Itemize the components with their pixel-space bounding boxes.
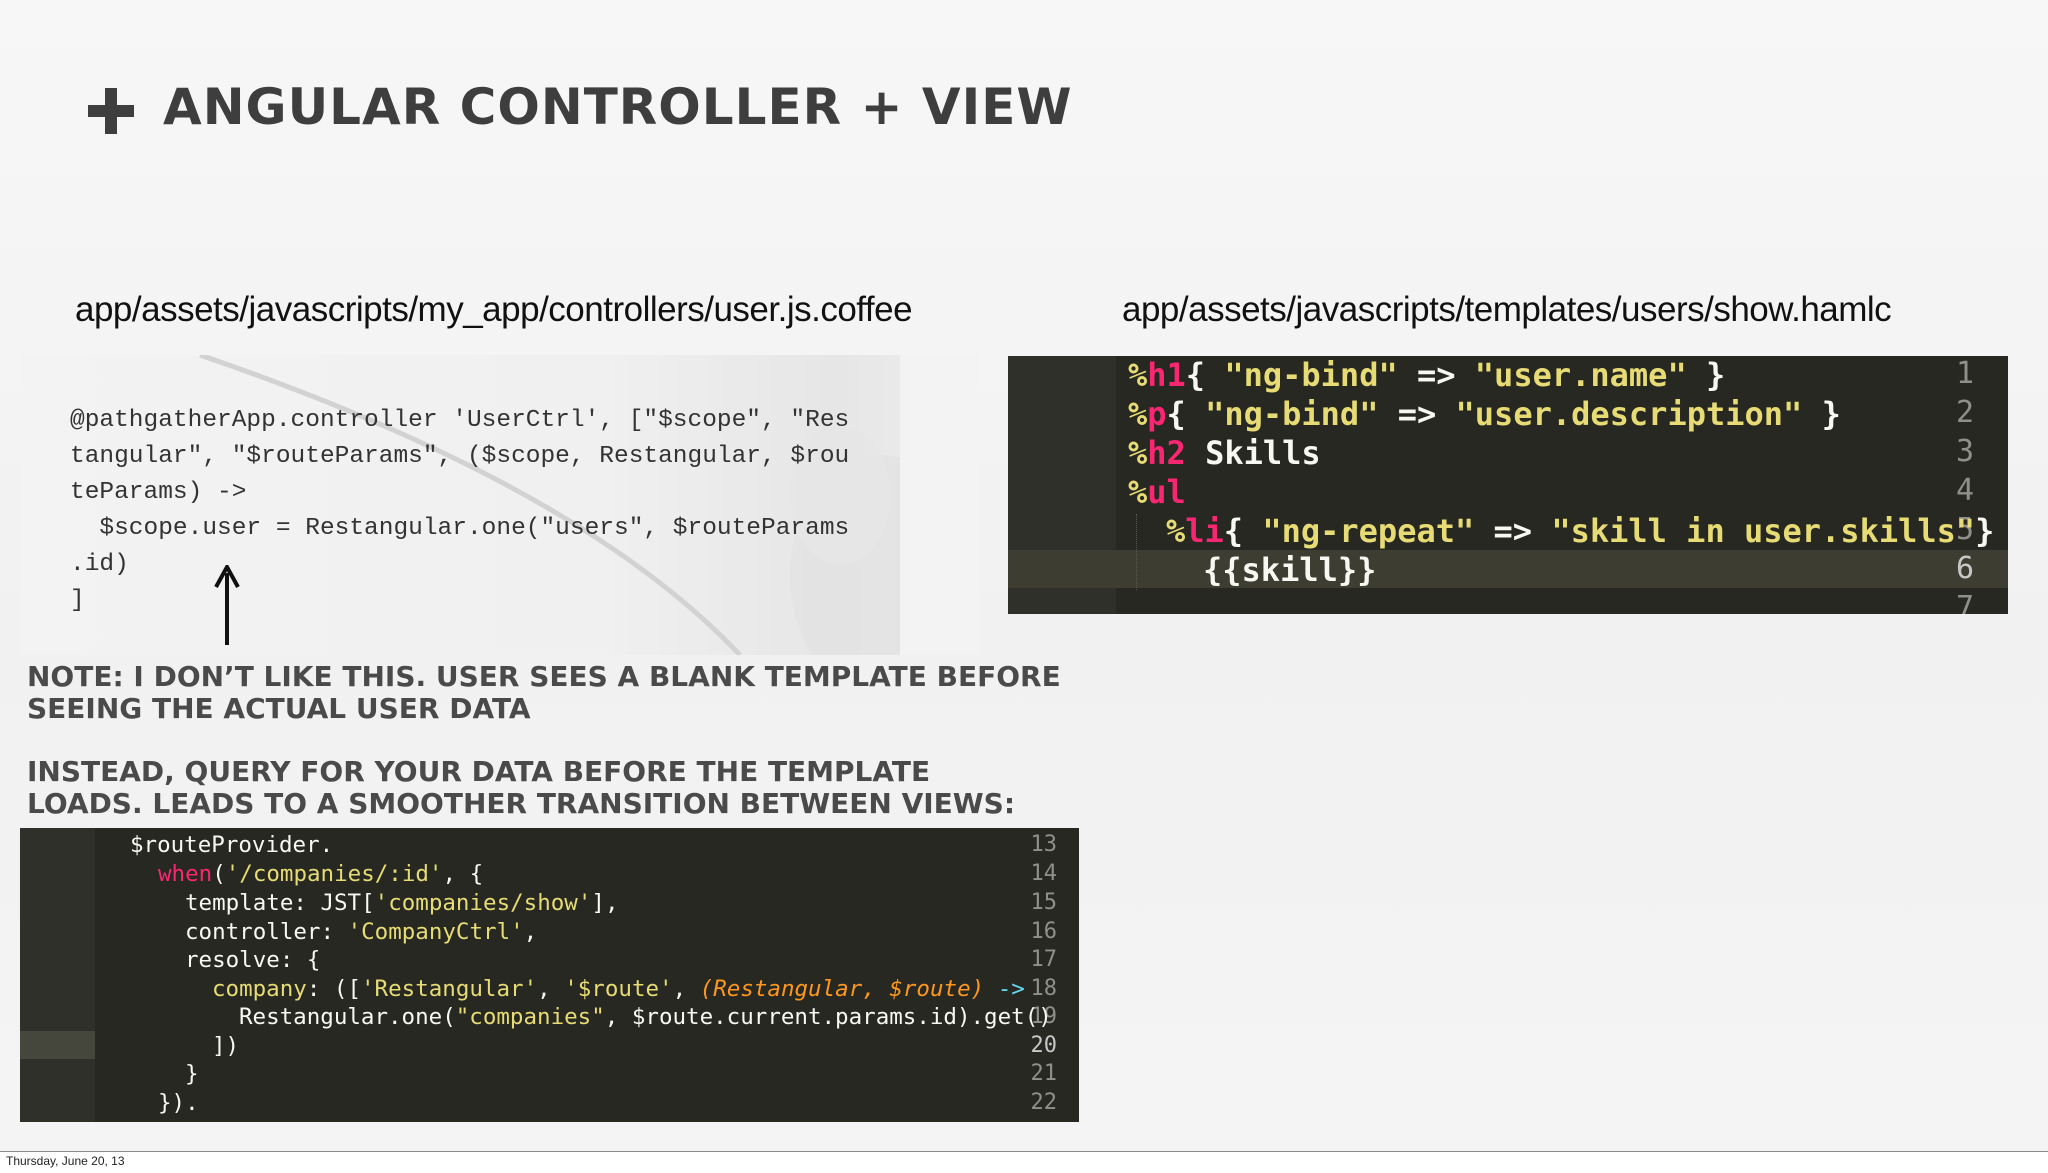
code-line: %ul bbox=[1128, 473, 1186, 511]
routes-code-editor: 13 14 15 16 17 18 19 20 21 22 $routeProv… bbox=[20, 828, 1079, 1122]
code-line: resolve: { bbox=[185, 947, 321, 973]
line-number: 14 bbox=[1030, 861, 1058, 886]
line-number: 17 bbox=[1030, 947, 1058, 972]
coffee-code: @pathgatherApp.controller 'UserCtrl', ["… bbox=[70, 403, 849, 619]
template-file-path: app/assets/javascripts/templates/users/s… bbox=[1122, 290, 1892, 329]
background-swoosh bbox=[199, 355, 980, 655]
controller-file-path: app/assets/javascripts/my_app/controller… bbox=[75, 290, 913, 329]
line-number: 1 bbox=[1955, 356, 1974, 391]
code-line: teParams) -> bbox=[70, 479, 247, 506]
arrow-up-icon bbox=[214, 565, 240, 645]
code-line: @pathgatherApp.controller 'UserCtrl', ["… bbox=[70, 407, 850, 434]
plus-icon bbox=[88, 88, 134, 134]
code-line: Restangular.one("companies", $route.curr… bbox=[239, 1004, 1052, 1030]
line-number: 15 bbox=[1030, 890, 1058, 915]
code-line: }). bbox=[158, 1090, 199, 1116]
line-number: 21 bbox=[1030, 1061, 1058, 1086]
indent-guide bbox=[1136, 514, 1137, 590]
code-line: controller: 'CompanyCtrl', bbox=[185, 919, 538, 945]
note-text: NOTE: I DON’T LIKE THIS. USER SEES A BLA… bbox=[27, 660, 1061, 725]
line-number: 18 bbox=[1030, 976, 1058, 1001]
instead-text: INSTEAD, QUERY FOR YOUR DATA BEFORE THE … bbox=[27, 755, 1016, 820]
code-line: %li{ "ng-repeat" => "skill in user.skill… bbox=[1166, 512, 1995, 550]
code-line: company: (['Restangular', '$route', (Res… bbox=[212, 976, 1025, 1002]
line-number: 22 bbox=[1030, 1090, 1058, 1115]
line-number: 20 bbox=[1030, 1033, 1058, 1058]
line-number: 4 bbox=[1955, 473, 1974, 508]
line-number: 3 bbox=[1955, 434, 1974, 469]
code-line: when('/companies/:id', { bbox=[158, 861, 484, 887]
code-line: %h2 Skills bbox=[1128, 434, 1321, 472]
code-line: $scope.user = Restangular.one("users", $… bbox=[70, 515, 850, 542]
line-number: 13 bbox=[1030, 832, 1058, 857]
footer-date: Thursday, June 20, 13 bbox=[6, 1154, 125, 1168]
code-line: .id) bbox=[70, 551, 129, 578]
line-number-gutter bbox=[20, 828, 95, 1122]
line-number: 5 bbox=[1955, 512, 1974, 547]
coffee-code-panel: @pathgatherApp.controller 'UserCtrl', ["… bbox=[20, 355, 980, 655]
code-line: ] bbox=[70, 587, 85, 614]
line-number: 6 bbox=[1955, 551, 1974, 586]
active-line-highlight bbox=[20, 1031, 95, 1059]
code-line: {{skill}} bbox=[1203, 551, 1377, 589]
code-line: } bbox=[185, 1061, 199, 1087]
code-line: %h1{ "ng-bind" => "user.name" } bbox=[1128, 356, 1726, 394]
haml-code-editor: 1 2 3 4 5 6 7 %h1{ "ng-bind" => "user.na… bbox=[1008, 356, 2008, 614]
slide-title: ANGULAR CONTROLLER + VIEW bbox=[163, 78, 1073, 136]
code-line: $routeProvider. bbox=[130, 832, 334, 858]
code-line: ]) bbox=[212, 1033, 240, 1059]
line-number: 19 bbox=[1030, 1004, 1058, 1029]
line-number: 16 bbox=[1030, 919, 1058, 944]
code-line: tangular", "$routeParams", ($scope, Rest… bbox=[70, 443, 850, 470]
code-line: %p{ "ng-bind" => "user.description" } bbox=[1128, 395, 1841, 433]
active-line-highlight bbox=[1008, 550, 2008, 588]
code-line: template: JST['companies/show'], bbox=[185, 890, 619, 916]
line-number: 7 bbox=[1955, 590, 1974, 614]
line-number: 2 bbox=[1955, 395, 1974, 430]
